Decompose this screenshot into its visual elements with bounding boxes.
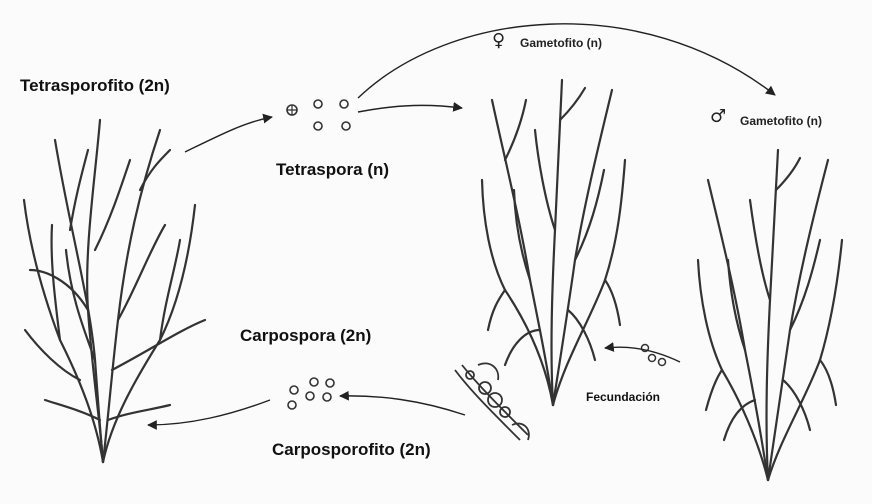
arrow-carposporophyte-to-carpospores [340, 396, 465, 415]
female-gametophyte-label: Gametofito (n) [520, 36, 602, 50]
arrow-tetraspores-to-female [358, 105, 462, 112]
arrow-carpospores-to-tetrasporophyte [148, 400, 270, 425]
cycle-arrows [148, 24, 775, 425]
carposporophyte-label: Carposporofito (2n) [272, 440, 431, 460]
tetraspore-label: Tetraspora (n) [276, 160, 389, 180]
female-gametophyte-plant [482, 80, 625, 405]
male-gametophyte-label: Gametofito (n) [740, 114, 822, 128]
male-gametophyte-plant [698, 150, 842, 480]
female-symbol-icon: ♀ [492, 30, 505, 51]
tetrasporophyte-label: Tetrasporofito (2n) [20, 76, 170, 96]
male-symbol-icon: ♂ [710, 106, 726, 127]
carpospore-cluster [288, 378, 334, 409]
tetrasporophyte-plant [24, 120, 205, 462]
carposporophyte-structure [455, 363, 529, 440]
arrow-fecundacion [605, 347, 680, 362]
carpospore-label: Carpospora (2n) [240, 326, 371, 346]
arrow-tetraspores-to-male [358, 24, 775, 98]
tetraspore-cluster [287, 100, 350, 130]
arrow-tetrasporophyte-to-tetraspores [185, 117, 272, 152]
fecundacion-label: Fecundación [586, 390, 660, 404]
